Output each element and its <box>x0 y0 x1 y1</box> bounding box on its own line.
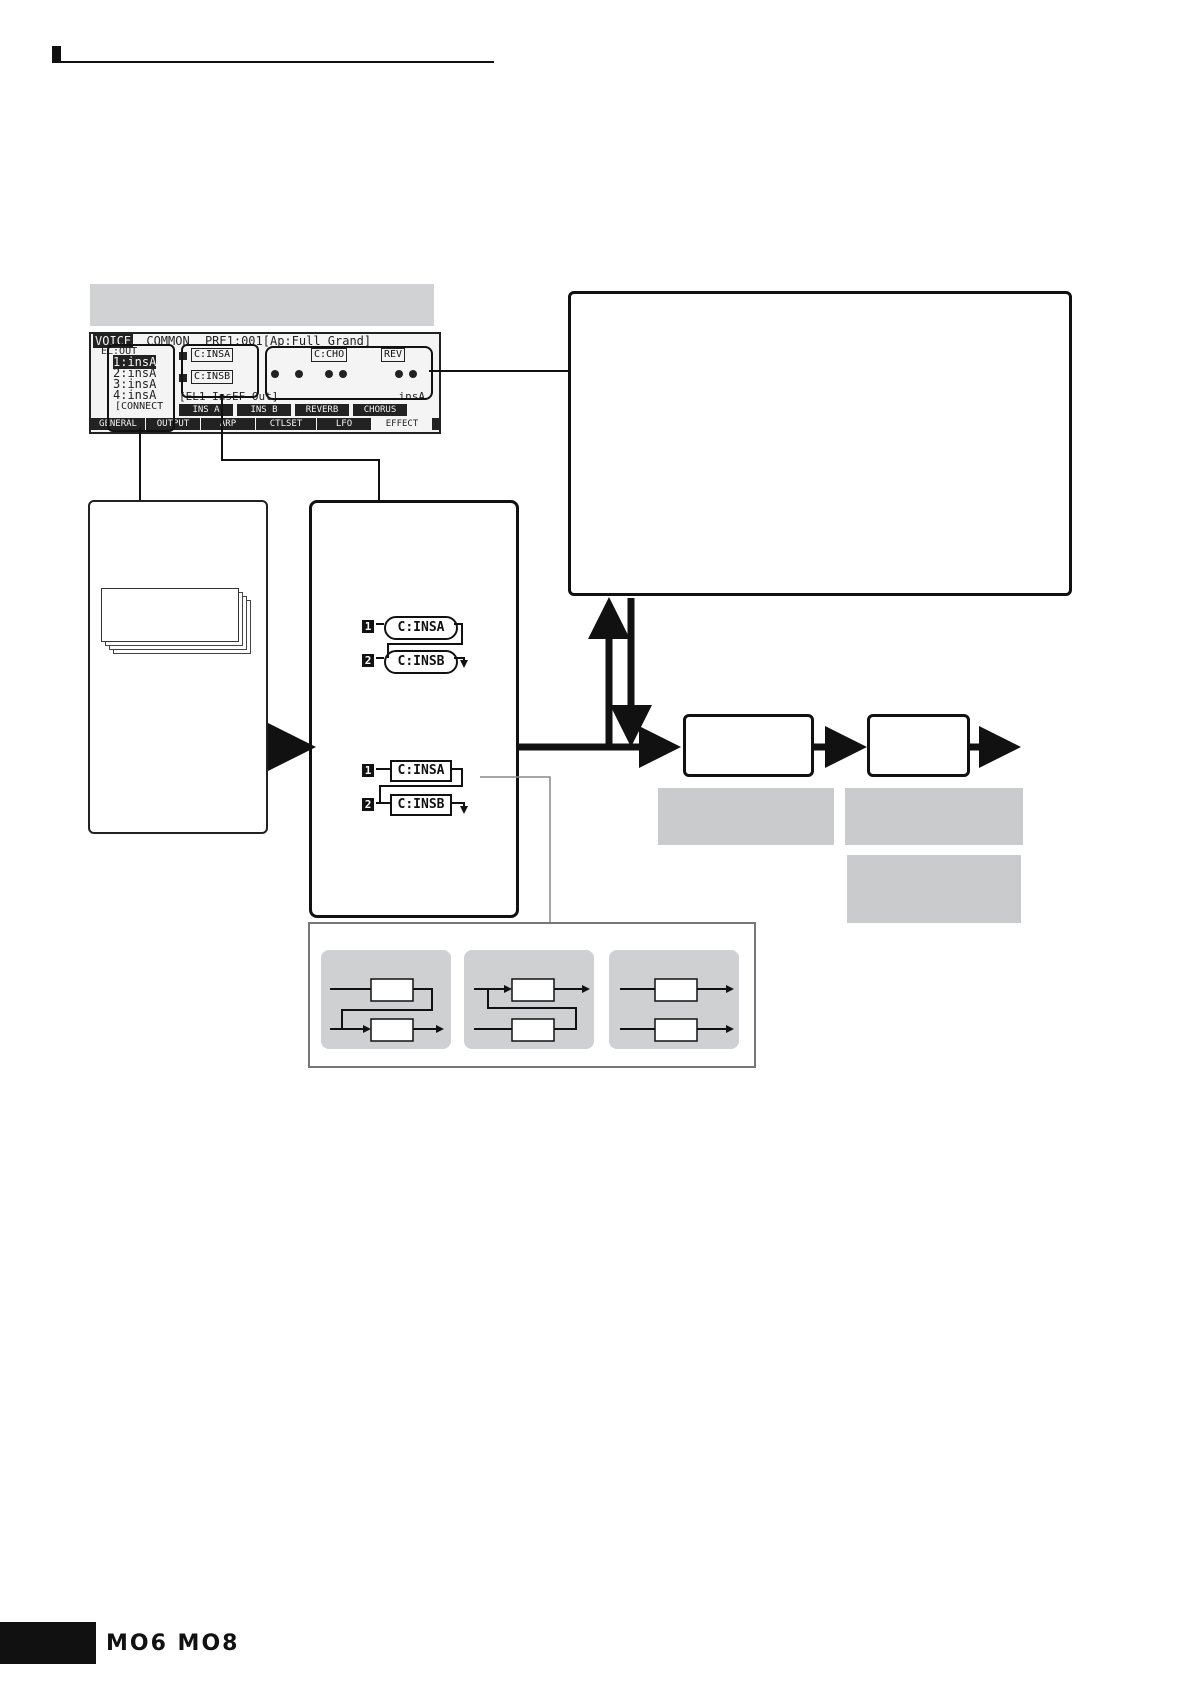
lcd-connect-label: [CONNECT <box>115 401 164 412</box>
lcd-highlight-sys <box>265 346 433 400</box>
system-effect-box <box>568 291 1072 596</box>
lcd-subtab-chorus[interactable]: CHORUS <box>353 404 407 416</box>
chain-bottom-num-2: 2 <box>362 798 374 811</box>
master-eq-block <box>683 714 814 777</box>
connection-type-3-diagram <box>620 978 734 1042</box>
lcd-el-row-1[interactable]: 1:insA <box>113 355 157 369</box>
lcd-tab-output[interactable]: OUTPUT <box>146 418 201 430</box>
lcd-caption-box <box>90 284 434 326</box>
lcd-sub-tabs: INS A INS B REVERB CHORUS <box>179 404 431 416</box>
lcd-el-out-header: EL:OUT <box>101 346 138 357</box>
insertion-effect-box <box>309 500 519 918</box>
chain-bottom-num-1: 1 <box>362 764 374 777</box>
lcd-el-row-4[interactable]: 4:insA <box>113 388 157 402</box>
connection-type-2-diagram <box>474 978 590 1042</box>
chain-top-num-1: 1 <box>362 620 374 633</box>
lcd-subtab-insb[interactable]: INS B <box>237 404 291 416</box>
chain-bottom-insb[interactable]: C:INSB <box>390 794 452 816</box>
header-marker <box>52 46 61 62</box>
lcd-chain-insb[interactable]: C:INSB <box>191 370 234 384</box>
chain-bottom-insa[interactable]: C:INSA <box>390 760 452 782</box>
header-rule <box>52 61 494 63</box>
footer-brand: MO6 MO8 <box>106 1631 240 1656</box>
lcd-tab-arp[interactable]: ARP <box>201 418 256 430</box>
lcd-el-out-column: EL:OUT 1:insA 2:insA 3:insA 4:insA [CONN… <box>101 346 173 412</box>
lcd-tab-lfo[interactable]: LFO <box>317 418 372 430</box>
output-caption-1 <box>845 788 1023 845</box>
element-card-front <box>101 588 239 642</box>
lcd-el-row-3[interactable]: 3:insA <box>113 377 157 391</box>
footer-page-tab <box>0 1622 96 1664</box>
callout-line-chain <box>221 394 380 500</box>
output-block <box>867 714 970 777</box>
lcd-highlight-chain <box>181 344 259 398</box>
lcd-chain-mini: C:INSA C:INSB <box>179 348 249 390</box>
element-box <box>88 500 268 834</box>
callout-line-connection <box>480 776 551 922</box>
connection-type-1-diagram <box>330 978 444 1042</box>
lcd-el-row-2[interactable]: 2:insA <box>113 366 157 380</box>
chain-top-num-2: 2 <box>362 654 374 667</box>
lcd-cho-label[interactable]: C:CHO <box>311 348 348 362</box>
lcd-subtab-insa[interactable]: INS A <box>179 404 233 416</box>
chain-bottom: 1 C:INSA 2 C:INSB <box>362 760 482 820</box>
lcd-tab-ctlset[interactable]: CTLSET <box>256 418 317 430</box>
chain-top-insa[interactable]: C:INSA <box>384 616 458 640</box>
output-caption-2 <box>847 855 1021 923</box>
lcd-chain-insa[interactable]: C:INSA <box>191 348 234 362</box>
master-eq-caption <box>658 788 834 845</box>
lcd-subtab-reverb[interactable]: REVERB <box>295 404 349 416</box>
chain-top: 1 C:INSA 2 C:INSB <box>362 616 482 676</box>
lcd-tab-general[interactable]: GENERAL <box>91 418 146 430</box>
lcd-sys-effects: C:CHO REV <box>269 348 429 392</box>
lcd-tab-effect[interactable]: EFFECT <box>372 418 432 430</box>
chain-top-insb[interactable]: C:INSB <box>384 650 458 674</box>
lcd-rev-label[interactable]: REV <box>381 348 406 362</box>
